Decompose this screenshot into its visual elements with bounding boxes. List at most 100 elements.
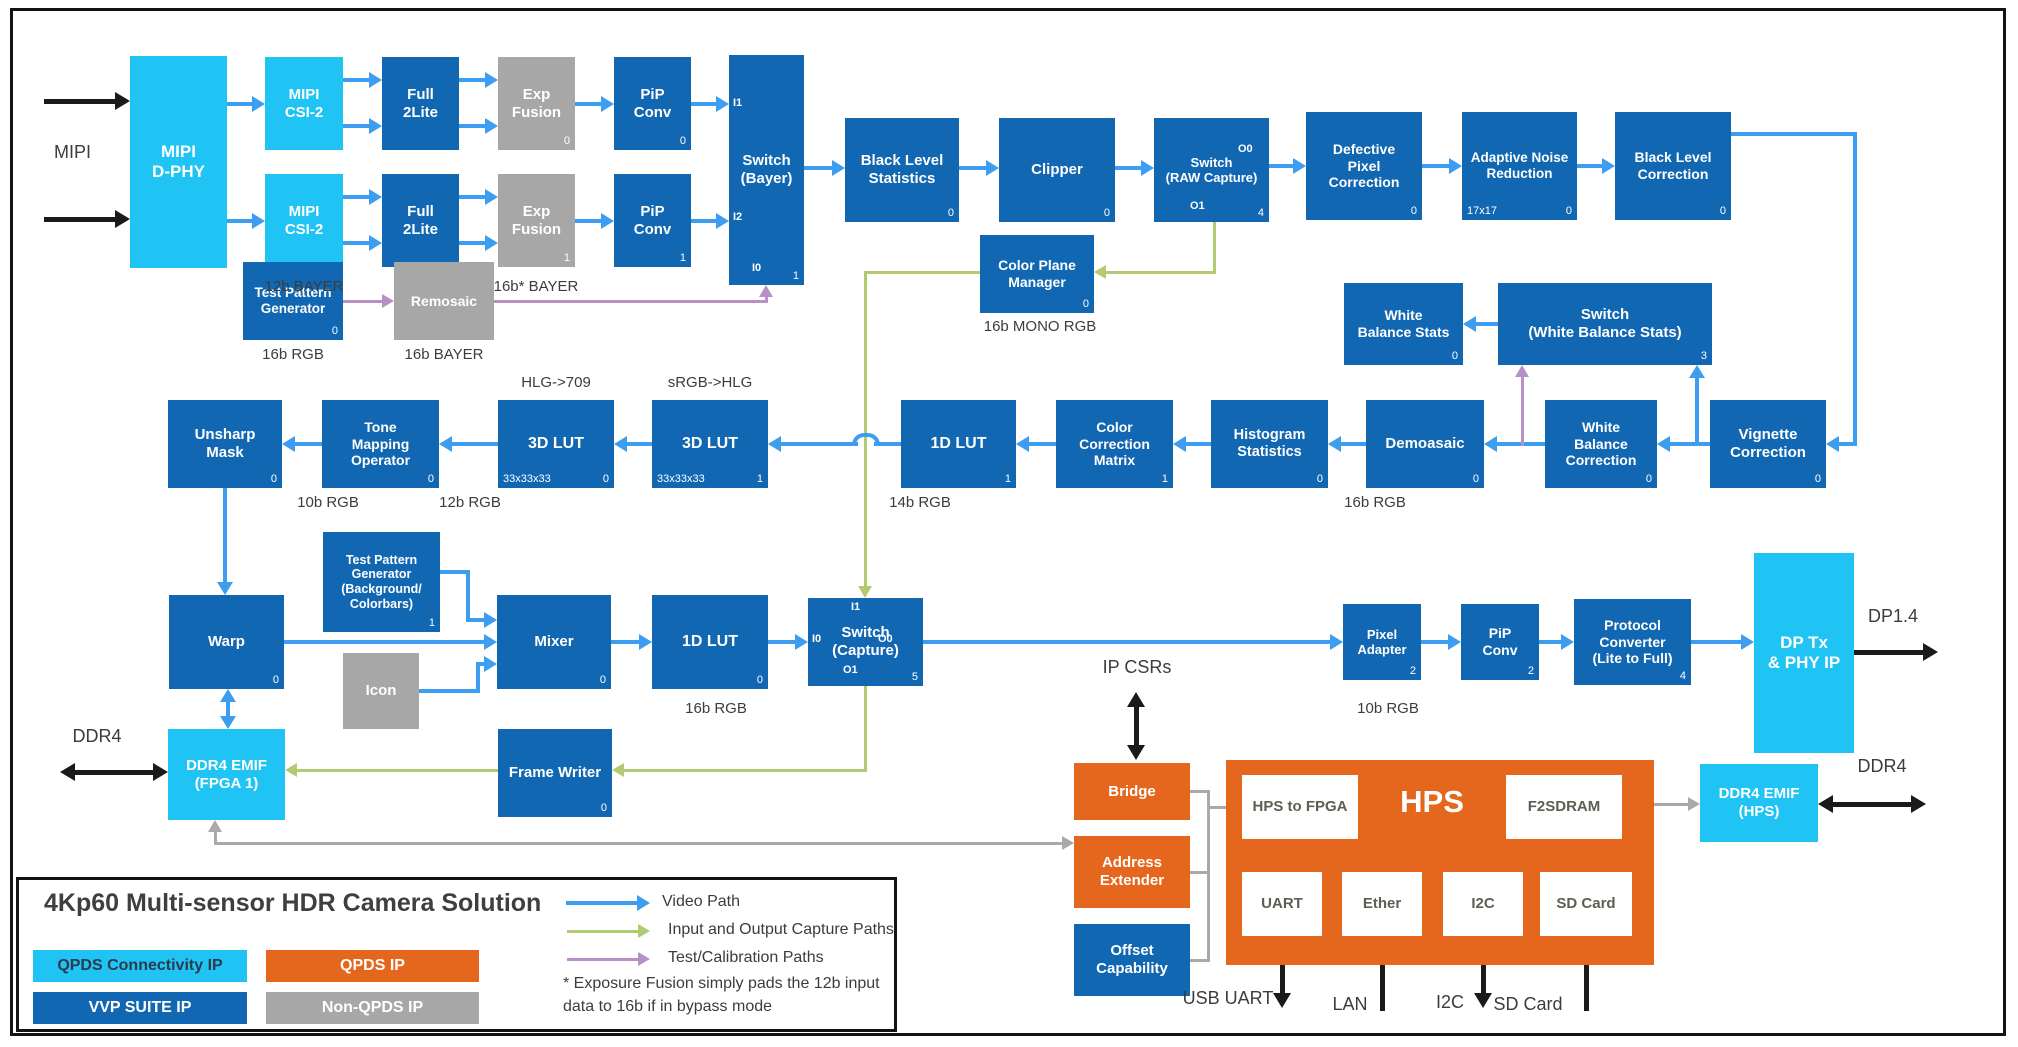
mipi-dphy: MIPI D-PHY	[130, 56, 227, 268]
color-correction-matrix-instance-number: 1	[1161, 473, 1168, 486]
edge-segment-48-0	[766, 640, 799, 644]
switch-raw-capture-instance-number: 4	[1257, 207, 1264, 220]
legend-swatch-qpds-connectivity-ip: QPDS Connectivity IP	[33, 950, 247, 982]
edge-segment-50-0	[1419, 640, 1452, 644]
text-label-hps: HPS	[1400, 784, 1464, 819]
edge-segment-68-0	[1206, 789, 1210, 962]
text-label-exposure-fusion-simply-pads-the-12b-input: * Exposure Fusion simply pads the 12b in…	[563, 975, 880, 992]
text-label-video-path: Video Path	[662, 893, 740, 910]
arrowhead-59-end	[638, 924, 650, 938]
arrowhead-29-end	[1602, 158, 1615, 174]
arrowhead-43-end	[1689, 365, 1705, 378]
demoasaic-instance-number: 0	[1472, 473, 1479, 486]
black-level-statistics-instance-number: 0	[947, 207, 954, 220]
test-pattern-generator-background-label: Test Pattern Generator (Background/ Colo…	[341, 552, 422, 611]
arrowhead-5-start	[1127, 692, 1145, 707]
arrowhead-48-end	[795, 634, 808, 650]
edge-segment-70-0	[1630, 802, 1692, 806]
arrowhead-4-start	[1818, 795, 1833, 813]
adaptive-noise-reduction-size-annotation: 17x17	[1467, 205, 1497, 218]
edge-segment-15-0	[341, 241, 373, 245]
arrowhead-4-end	[1911, 795, 1926, 813]
arrowhead-15-end	[369, 235, 382, 251]
edge-segment-0-0	[43, 98, 120, 104]
legend-box	[16, 877, 897, 1032]
arrowhead-46-end	[484, 656, 497, 672]
edge-segment-57-0	[863, 684, 867, 772]
exp-fusion-bottom-label: Exp Fusion	[511, 202, 562, 238]
warp-label: Warp	[208, 633, 245, 651]
edge-segment-8-0	[1480, 935, 1486, 998]
arrowhead-26-end	[1141, 160, 1154, 176]
arrowhead-40-end	[282, 436, 295, 452]
arrowhead-2-end	[153, 763, 168, 781]
arrowhead-49-end	[1330, 634, 1343, 650]
arrowhead-30-end	[1826, 436, 1839, 452]
exp-fusion-top-label: Exp Fusion	[511, 85, 562, 121]
arrowhead-6-end	[1273, 993, 1291, 1008]
ether: Ether	[1342, 872, 1422, 936]
edge-segment-42-0	[1472, 322, 1500, 326]
white-balance-correction-label: White Balance Correction	[1565, 419, 1637, 469]
bridge-label: Bridge	[1108, 782, 1156, 800]
edge-segment-56-1	[863, 270, 867, 590]
edge-segment-59-0	[566, 929, 642, 933]
text-label-dp1-4: DP1.4	[1867, 606, 1919, 626]
switch-raw-capture-label: Switch (RAW Capture)	[1165, 154, 1258, 185]
text-label-16b-rgb: 16b RGB	[685, 700, 747, 717]
text-label-14b-rgb: 14b RGB	[889, 494, 951, 511]
line-hop-arc	[852, 433, 880, 445]
edge-segment-53-0	[226, 698, 230, 720]
edge-segment-23-0	[689, 219, 720, 223]
arrowhead-25-end	[986, 160, 999, 176]
edge-segment-61-1	[764, 293, 768, 303]
text-label-16b-rgb: 16b RGB	[1344, 494, 1406, 511]
arrowhead-27-end	[1293, 158, 1306, 174]
arrowhead-13-end	[369, 118, 382, 134]
vignette-correction-label: Vignette Correction	[1730, 426, 1806, 461]
pixel-adapter-instance-number: 2	[1409, 665, 1416, 678]
lut3d-hlg709-size-annotation: 33x33x33	[503, 473, 551, 486]
arrowhead-47-end	[639, 634, 652, 650]
arrowhead-39-end	[439, 436, 452, 452]
switch-bayer-label: Switch (Bayer)	[740, 152, 793, 187]
legend-swatch-non-qpds-ip: Non-QPDS IP	[266, 992, 479, 1024]
edge-segment-21-0	[573, 219, 605, 223]
legend-swatch-vvp-suite-ip: VVP SUITE IP	[33, 992, 247, 1024]
edge-segment-4-0	[1828, 801, 1916, 807]
arrowhead-12-end	[369, 72, 382, 88]
edge-segment-45-1	[466, 570, 470, 622]
edge-segment-34-0	[1182, 442, 1213, 446]
exp-fusion-bottom-instance-number: 1	[563, 252, 570, 265]
switch-white-balance-stats: Switch (White Balance Stats)3	[1498, 283, 1712, 365]
text-label-i2c: I2C	[1435, 992, 1465, 1012]
text-label-lan: LAN	[1332, 994, 1368, 1014]
edge-segment-64-0	[213, 841, 1066, 845]
color-plane-manager-label: Color Plane Manager	[998, 257, 1076, 290]
edge-segment-39-0	[448, 442, 500, 446]
edge-segment-47-0	[609, 640, 643, 644]
pip-conv-out-label: PiP Conv	[1482, 625, 1518, 658]
edge-segment-61-0	[492, 299, 768, 303]
edge-segment-54-0	[566, 901, 641, 905]
hps-to-fpga: HPS to FPGA	[1242, 775, 1358, 839]
bridge: Bridge	[1074, 763, 1190, 820]
hps-to-fpga-label: HPS to FPGA	[1252, 798, 1348, 816]
remosaic: Remosaic	[394, 262, 494, 340]
text-label-input-and-output-capture-paths: Input and Output Capture Paths	[668, 921, 894, 938]
arrowhead-8-end	[1474, 993, 1492, 1008]
mipi-dphy-label: MIPI D-PHY	[152, 141, 205, 181]
port-label-o1-4: O1	[1190, 200, 1205, 212]
black-level-correction-label: Black Level Correction	[1634, 149, 1712, 182]
unsharp-mask-instance-number: 0	[270, 473, 277, 486]
adaptive-noise-reduction-instance-number: 0	[1565, 205, 1572, 218]
arrowhead-42-end	[1463, 316, 1476, 332]
arrowhead-64-end	[208, 820, 222, 832]
